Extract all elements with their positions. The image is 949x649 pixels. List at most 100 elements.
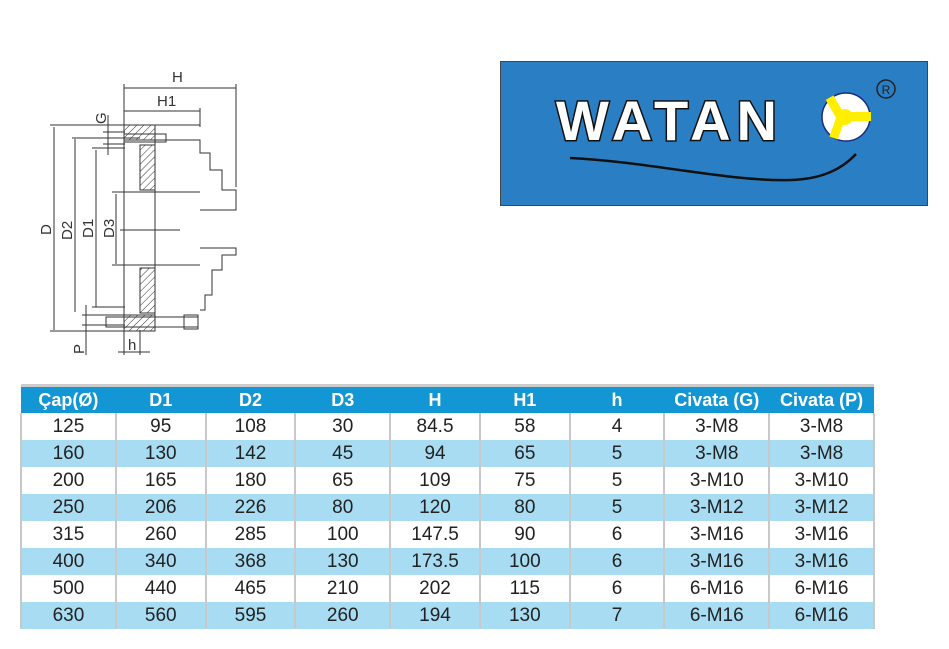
table-cell: 90	[478, 521, 571, 548]
column-header: Civata (G)	[664, 385, 770, 413]
table-cell: 142	[204, 440, 297, 467]
table-cell: 3-M8	[663, 440, 771, 467]
table-cell: 3-M16	[663, 521, 771, 548]
table-cell: 95	[114, 413, 207, 440]
table-cell: 58	[478, 413, 571, 440]
column-header: Civata (P)	[769, 385, 874, 413]
table-cell: 65	[478, 440, 571, 467]
table-cell: 75	[478, 467, 571, 494]
table-cell: 200	[20, 467, 117, 494]
table-cell: 3-M12	[768, 494, 875, 521]
table-cell: 130	[294, 548, 392, 575]
table-cell: 3-M10	[768, 467, 875, 494]
table-cell: 3-M12	[663, 494, 771, 521]
table-cell: 4	[568, 413, 666, 440]
table-cell: 226	[204, 494, 297, 521]
table-cell: 108	[204, 413, 297, 440]
table-cell: 3-M16	[768, 548, 875, 575]
table-cell: 3-M8	[663, 413, 771, 440]
column-header: D3	[295, 385, 391, 413]
label-h: h	[128, 337, 136, 354]
table-cell: 80	[294, 494, 392, 521]
table-cell: 94	[389, 440, 481, 467]
table-cell: 250	[20, 494, 117, 521]
table-cell: 7	[568, 602, 666, 629]
table-cell: 180	[204, 467, 297, 494]
table-cell: 160	[20, 440, 117, 467]
table-cell: 80	[478, 494, 571, 521]
logo-swoosh	[569, 153, 857, 182]
table-cell: 6	[568, 521, 666, 548]
label-D: D	[38, 224, 55, 235]
table-cell: 206	[114, 494, 207, 521]
label-H1: H1	[157, 93, 176, 110]
registered-mark: R	[882, 83, 891, 97]
table-cell: 465	[204, 575, 297, 602]
table-cell: 194	[389, 602, 481, 629]
table-cell: 45	[294, 440, 392, 467]
logo-text: WATAN	[556, 89, 783, 152]
table-cell: 125	[20, 413, 117, 440]
table-cell: 3-M10	[663, 467, 771, 494]
table-cell: 202	[389, 575, 481, 602]
table-cell: 6-M16	[663, 602, 771, 629]
label-D1: D1	[80, 219, 97, 238]
table-cell: 5	[568, 494, 666, 521]
table-cell: 6	[568, 575, 666, 602]
table-cell: 100	[478, 548, 571, 575]
table-cell: 30	[294, 413, 392, 440]
table-cell: 130	[114, 440, 207, 467]
label-G: G	[93, 112, 110, 124]
table-cell: 5	[568, 467, 666, 494]
table-cell: 5	[568, 440, 666, 467]
table-cell: 3-M16	[663, 548, 771, 575]
column-header: D2	[205, 385, 296, 413]
table-cell: 315	[20, 521, 117, 548]
table-cell: 595	[204, 602, 297, 629]
label-H: H	[172, 69, 183, 86]
table-cell: 84.5	[389, 413, 481, 440]
table-cell: 165	[114, 467, 207, 494]
column-header: H	[390, 385, 480, 413]
column-header: H1	[479, 385, 570, 413]
table-cell: 3-M8	[768, 440, 875, 467]
column-header: D1	[115, 385, 206, 413]
table-cell: 560	[114, 602, 207, 629]
table-cell: 173.5	[389, 548, 481, 575]
table-cell: 210	[294, 575, 392, 602]
table-cell: 630	[20, 602, 117, 629]
registered-mark-icon	[876, 79, 896, 99]
table-cell: 65	[294, 467, 392, 494]
table-cell: 3-M16	[768, 521, 875, 548]
table-cell: 130	[478, 602, 571, 629]
table-cell: 440	[114, 575, 207, 602]
table-cell: 6	[568, 548, 666, 575]
table-cell: 260	[114, 521, 207, 548]
table-cell: 260	[294, 602, 392, 629]
table-cell: 340	[114, 548, 207, 575]
chuck-technical-drawing: H H1 G D D2 D1 D3 P h	[38, 69, 237, 355]
table-cell: 147.5	[389, 521, 481, 548]
table-cell: 109	[389, 467, 481, 494]
table-cell: 368	[204, 548, 297, 575]
table-cell: 115	[478, 575, 571, 602]
label-D2: D2	[59, 221, 76, 240]
table-cell: 400	[20, 548, 117, 575]
table-cell: 3-M8	[768, 413, 875, 440]
watan-logo: WATAN R	[500, 61, 928, 206]
table-cell: 6-M16	[768, 575, 875, 602]
table-cell: 6-M16	[663, 575, 771, 602]
table-cell: 500	[20, 575, 117, 602]
table-cell: 285	[204, 521, 297, 548]
table-cell: 120	[389, 494, 481, 521]
